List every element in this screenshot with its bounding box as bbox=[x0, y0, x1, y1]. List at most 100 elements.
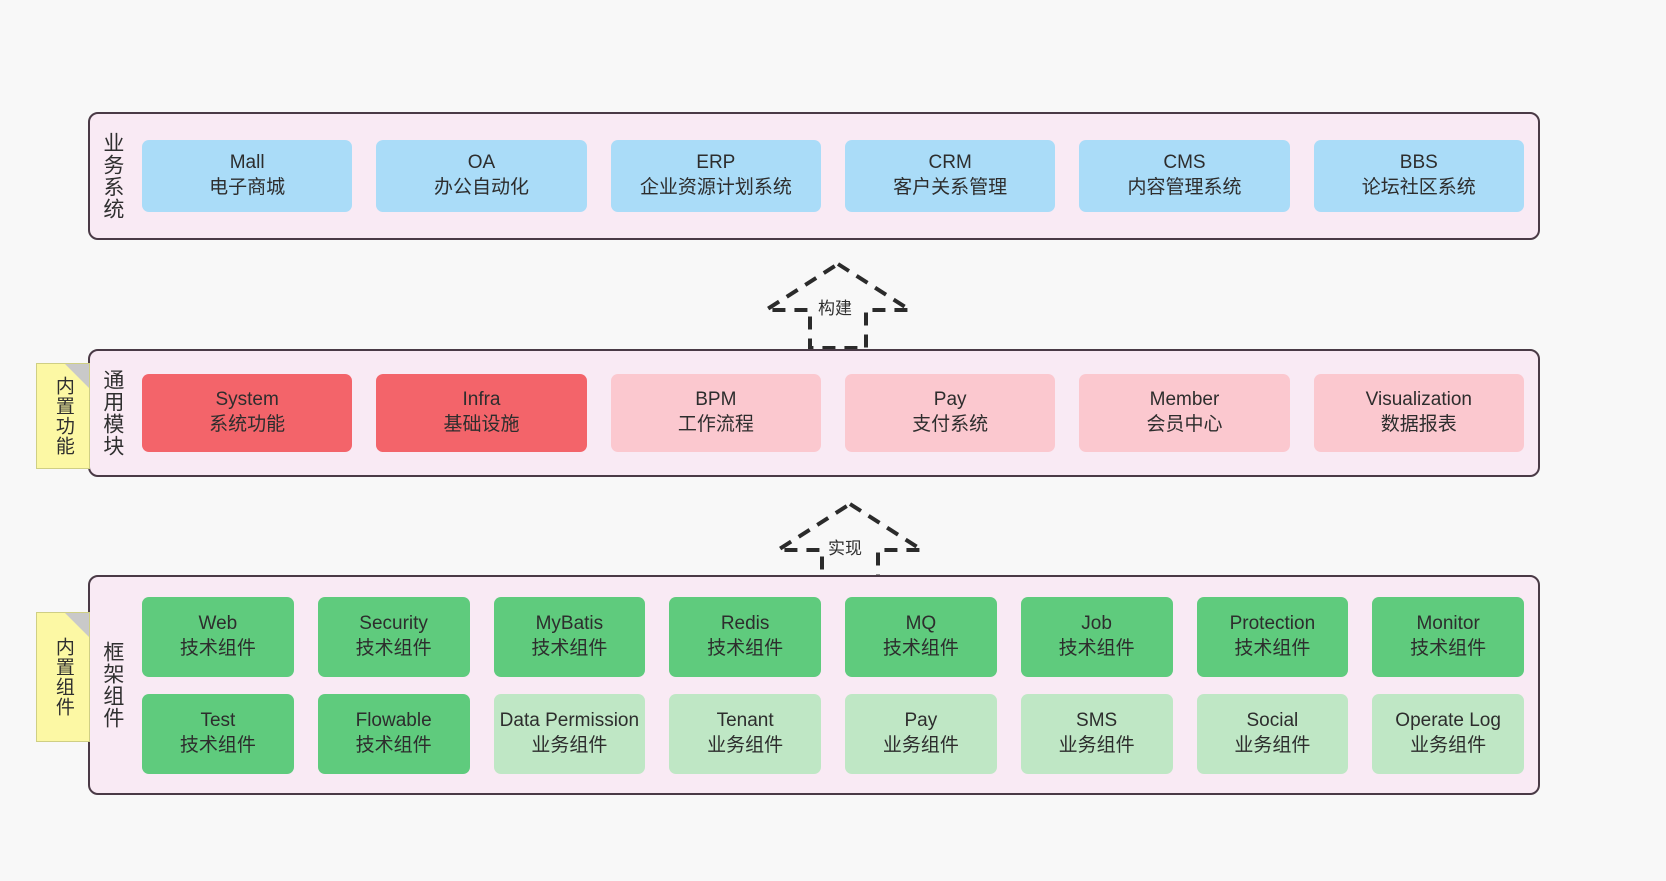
node-title: Web bbox=[198, 612, 238, 634]
node-subtitle: 业务组件 bbox=[1058, 734, 1135, 756]
node-bpm[interactable]: BPM 工作流程 bbox=[610, 374, 821, 452]
node-mall[interactable]: Mall 电子商城 bbox=[142, 140, 353, 212]
node-operate-log[interactable]: Operate Log 业务组件 bbox=[1372, 693, 1524, 774]
note-fold-corner-icon bbox=[65, 613, 89, 637]
node-title: MyBatis bbox=[535, 612, 604, 634]
node-social[interactable]: Social 业务组件 bbox=[1196, 693, 1349, 774]
node-subtitle: 客户关系管理 bbox=[893, 177, 1008, 198]
layer-body-common-modules: System 系统功能 Infra 基础设施 BPM 工作流程 Pay 支付系统… bbox=[134, 351, 1538, 475]
node-row: Web 技术组件 Security 技术组件 MyBatis 技术组件 Redi… bbox=[142, 596, 1524, 677]
node-pay-component[interactable]: Pay 业务组件 bbox=[845, 693, 997, 774]
node-bbs[interactable]: BBS 论坛社区系统 bbox=[1313, 140, 1524, 212]
node-subtitle: 系统功能 bbox=[209, 414, 286, 435]
node-title: Job bbox=[1081, 612, 1112, 634]
dashed-generalization-arrow-icon bbox=[771, 501, 929, 590]
node-data-permission[interactable]: Data Permission 业务组件 bbox=[493, 693, 646, 774]
node-system[interactable]: System 系统功能 bbox=[142, 374, 353, 452]
node-subtitle: 企业资源计划系统 bbox=[639, 177, 792, 198]
note-label: 内置功能 bbox=[52, 376, 74, 456]
node-title: Operate Log bbox=[1395, 709, 1501, 731]
node-subtitle: 技术组件 bbox=[1234, 637, 1311, 659]
layer-title-framework-components: 框架组件 bbox=[100, 641, 124, 729]
node-row: Mall 电子商城 OA 办公自动化 ERP 企业资源计划系统 CRM 客户关系… bbox=[142, 140, 1524, 212]
node-flowable[interactable]: Flowable 技术组件 bbox=[317, 693, 470, 774]
node-title: Visualization bbox=[1365, 389, 1472, 411]
layer-common-modules[interactable]: 通用模块 System 系统功能 Infra 基础设施 BPM 工作流程 Pay… bbox=[88, 349, 1540, 477]
node-subtitle: 数据报表 bbox=[1380, 414, 1457, 435]
node-title: Pay bbox=[933, 389, 967, 411]
node-visualization[interactable]: Visualization 数据报表 bbox=[1313, 374, 1524, 452]
node-subtitle: 技术组件 bbox=[707, 637, 784, 659]
node-subtitle: 基础设施 bbox=[443, 414, 520, 435]
node-title: Security bbox=[359, 612, 428, 634]
node-test[interactable]: Test 技术组件 bbox=[142, 693, 294, 774]
layer-business-system[interactable]: 业务系统 Mall 电子商城 OA 办公自动化 ERP 企业资源计划系统 CRM… bbox=[88, 112, 1540, 240]
node-title: Redis bbox=[720, 612, 770, 634]
node-security[interactable]: Security 技术组件 bbox=[317, 596, 470, 677]
layer-body-framework-components: Web 技术组件 Security 技术组件 MyBatis 技术组件 Redi… bbox=[134, 577, 1538, 793]
node-title: MQ bbox=[905, 612, 937, 634]
node-erp[interactable]: ERP 企业资源计划系统 bbox=[610, 140, 821, 212]
node-subtitle: 电子商城 bbox=[209, 177, 286, 198]
node-crm[interactable]: CRM 客户关系管理 bbox=[844, 140, 1056, 212]
node-title: ERP bbox=[696, 152, 736, 174]
node-subtitle: 论坛社区系统 bbox=[1361, 177, 1476, 198]
node-job[interactable]: Job 技术组件 bbox=[1020, 596, 1173, 677]
node-title: Data Permission bbox=[499, 709, 640, 731]
node-subtitle: 业务组件 bbox=[882, 734, 959, 756]
note-fold-corner-icon bbox=[65, 364, 89, 388]
node-title: OA bbox=[467, 152, 496, 174]
connector-implement-label: 实现 bbox=[828, 539, 862, 558]
node-title: Test bbox=[200, 709, 236, 731]
node-title: BBS bbox=[1399, 152, 1438, 174]
node-title: Infra bbox=[462, 389, 501, 411]
node-title: CMS bbox=[1163, 152, 1206, 174]
node-title: Mall bbox=[229, 152, 265, 174]
node-tenant[interactable]: Tenant 业务组件 bbox=[669, 693, 821, 774]
node-title: Member bbox=[1149, 389, 1220, 411]
node-title: Protection bbox=[1229, 612, 1316, 634]
node-protection[interactable]: Protection 技术组件 bbox=[1196, 596, 1349, 677]
node-infra[interactable]: Infra 基础设施 bbox=[376, 374, 587, 452]
node-monitor[interactable]: Monitor 技术组件 bbox=[1372, 596, 1524, 677]
node-title: Social bbox=[1246, 709, 1299, 731]
node-oa[interactable]: OA 办公自动化 bbox=[376, 140, 587, 212]
note-builtin-component[interactable]: 内置组件 bbox=[36, 612, 90, 742]
connector-build: 构建 bbox=[758, 258, 918, 350]
node-redis[interactable]: Redis 技术组件 bbox=[669, 596, 821, 677]
node-subtitle: 技术组件 bbox=[1058, 637, 1135, 659]
connector-build-label: 构建 bbox=[818, 299, 852, 318]
layer-framework-components[interactable]: 框架组件 Web 技术组件 Security 技术组件 MyBatis 技术组件… bbox=[88, 575, 1540, 795]
node-title: Monitor bbox=[1416, 612, 1480, 634]
node-subtitle: 技术组件 bbox=[531, 637, 608, 659]
node-subtitle: 技术组件 bbox=[355, 734, 432, 756]
node-title: System bbox=[215, 389, 279, 411]
layer-title-common-modules: 通用模块 bbox=[100, 369, 124, 457]
node-subtitle: 内容管理系统 bbox=[1127, 177, 1242, 198]
node-subtitle: 支付系统 bbox=[912, 414, 989, 435]
node-subtitle: 业务组件 bbox=[531, 734, 608, 756]
node-subtitle: 技术组件 bbox=[179, 637, 256, 659]
node-subtitle: 工作流程 bbox=[677, 414, 754, 435]
node-member[interactable]: Member 会员中心 bbox=[1079, 374, 1290, 452]
node-subtitle: 技术组件 bbox=[355, 637, 432, 659]
connector-implement: 实现 bbox=[770, 498, 930, 590]
layer-body-business-system: Mall 电子商城 OA 办公自动化 ERP 企业资源计划系统 CRM 客户关系… bbox=[134, 114, 1538, 238]
node-title: BPM bbox=[695, 389, 737, 411]
node-row: Test 技术组件 Flowable 技术组件 Data Permission … bbox=[142, 693, 1524, 774]
node-subtitle: 技术组件 bbox=[1410, 637, 1487, 659]
node-sms[interactable]: SMS 业务组件 bbox=[1020, 693, 1173, 774]
node-title: Pay bbox=[904, 709, 938, 731]
node-mybatis[interactable]: MyBatis 技术组件 bbox=[493, 596, 646, 677]
note-builtin-function[interactable]: 内置功能 bbox=[36, 363, 90, 469]
node-title: Flowable bbox=[355, 709, 432, 731]
node-subtitle: 业务组件 bbox=[707, 734, 784, 756]
node-pay[interactable]: Pay 支付系统 bbox=[844, 374, 1056, 452]
node-web[interactable]: Web 技术组件 bbox=[142, 596, 294, 677]
node-title: CRM bbox=[928, 152, 972, 174]
node-subtitle: 业务组件 bbox=[1410, 734, 1487, 756]
node-mq[interactable]: MQ 技术组件 bbox=[845, 596, 997, 677]
layer-title-business-system: 业务系统 bbox=[100, 132, 124, 220]
node-cms[interactable]: CMS 内容管理系统 bbox=[1079, 140, 1290, 212]
